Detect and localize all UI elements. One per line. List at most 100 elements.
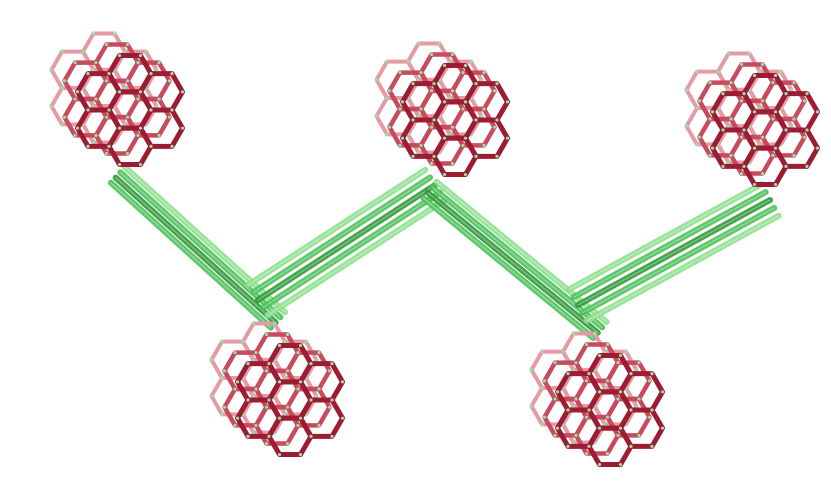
hexagon-node	[647, 379, 652, 383]
hexagon-node	[448, 132, 452, 136]
hexagon-node	[773, 110, 778, 114]
hexagon-node	[277, 416, 282, 420]
hexagon-node	[411, 154, 415, 158]
hexagon-node	[385, 96, 389, 100]
cluster-top-left	[49, 31, 185, 168]
cluster-top-middle	[374, 41, 510, 178]
hexagon-node	[285, 441, 290, 446]
linker-rod	[420, 195, 597, 342]
hexagon-node	[387, 89, 392, 93]
hexagon-node	[474, 118, 478, 122]
hexagon-node	[317, 351, 321, 355]
hexagon-node	[246, 398, 250, 402]
linker-highlight	[247, 169, 426, 286]
hexagon-node	[138, 53, 143, 58]
hexagon-node	[94, 61, 98, 65]
hexagon-node	[283, 376, 287, 380]
hexagon-node	[419, 71, 423, 75]
linker-highlight	[422, 197, 594, 339]
hexagon-node	[802, 99, 807, 103]
hexagon-node	[697, 135, 702, 139]
hexagon-node	[157, 133, 161, 137]
hexagon-node	[584, 379, 589, 383]
hexagon-node	[495, 82, 499, 86]
hexagon-node	[784, 164, 788, 168]
hexagon-node	[463, 136, 468, 140]
hexagon-node	[618, 426, 623, 430]
hexagon-node	[123, 122, 127, 126]
hexagon-node	[387, 125, 392, 129]
hexagon-node	[660, 426, 665, 430]
hexagon-node	[784, 92, 788, 96]
hexagon-node	[789, 88, 794, 92]
linker-highlight	[431, 186, 603, 328]
hexagon-node	[117, 126, 122, 130]
hexagon-node	[574, 397, 578, 401]
hexagon-node	[760, 62, 765, 67]
hexagon-node	[805, 128, 809, 132]
hexagon-node	[634, 368, 639, 372]
hexagon-node	[605, 415, 610, 419]
hexagon-node	[125, 151, 130, 156]
hexagon-node	[492, 125, 497, 129]
hexagon-node	[561, 350, 565, 354]
hexagon-node	[771, 81, 775, 85]
cluster-bottom-left	[209, 321, 345, 458]
hexagon-node	[815, 146, 820, 150]
hexagon-node	[222, 369, 227, 373]
hexagon-node	[400, 100, 405, 104]
hexagon-node	[616, 361, 620, 365]
linker-bundle-4	[566, 181, 782, 324]
hexagon-node	[374, 78, 379, 82]
hexagon-node	[482, 71, 486, 75]
hexagon-node	[684, 124, 689, 128]
linker-highlight	[110, 182, 272, 329]
hexagon-node	[91, 104, 96, 108]
hexagon-node	[555, 390, 560, 394]
hexagon-node	[605, 379, 610, 383]
hexagon-node	[729, 81, 733, 85]
hexagon-node	[167, 115, 172, 119]
hexagon-node	[726, 51, 731, 56]
hexagon-node	[298, 452, 303, 457]
hexagon-node	[385, 60, 389, 64]
hexagon-node	[267, 362, 271, 366]
hexagon-node	[277, 452, 282, 457]
hexagon-node	[283, 340, 287, 344]
hexagon-node	[540, 386, 544, 390]
hexagon-node	[330, 434, 334, 438]
linker-rod	[424, 189, 601, 336]
hexagon-node	[104, 115, 109, 119]
hexagon-node	[220, 412, 224, 416]
hexagon-node	[450, 52, 455, 57]
hexagon-node	[429, 161, 434, 166]
hexagon-node	[760, 135, 765, 139]
hexagon-node	[773, 73, 778, 78]
hexagon-node	[597, 462, 602, 467]
hexagon-node	[650, 444, 654, 448]
hexagon-node	[254, 351, 258, 355]
hexagon-node	[317, 387, 321, 391]
hexagon-node	[647, 415, 652, 419]
cluster-top-right	[684, 51, 820, 188]
hexagon-node	[220, 376, 224, 380]
hexagon-node	[340, 380, 345, 384]
hexagon-node	[125, 42, 130, 47]
hexagon-node	[739, 99, 744, 103]
hexagon-node	[107, 72, 111, 76]
hexagon-node	[298, 416, 303, 420]
hexagon-node	[605, 451, 610, 456]
linker-highlight	[577, 199, 771, 306]
hexagon-node	[432, 118, 436, 122]
hexagon-node	[125, 79, 130, 83]
hexagon-node	[726, 160, 731, 165]
hexagon-node	[742, 128, 746, 132]
hexagon-node	[235, 416, 240, 420]
hexagon-node	[584, 342, 589, 347]
hexagon-node	[571, 331, 576, 336]
hexagon-node	[442, 172, 447, 177]
hexagon-node	[482, 143, 486, 147]
hexagon-node	[81, 50, 85, 54]
